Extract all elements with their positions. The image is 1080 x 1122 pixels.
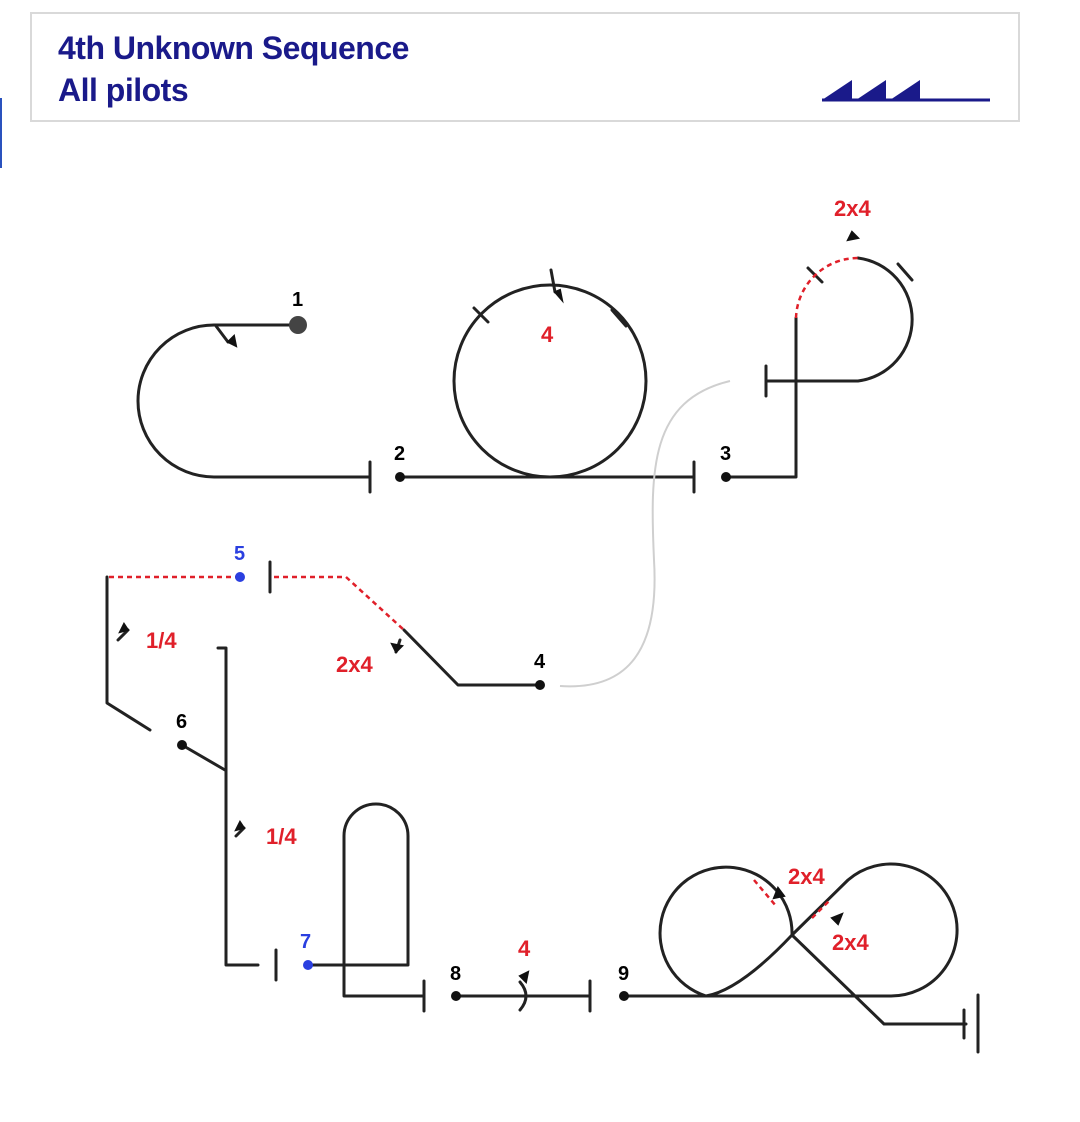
figure-5-6-path [105, 575, 278, 982]
dashed-roll-9b [811, 899, 831, 919]
figure-number-2: 2 [394, 443, 405, 465]
figure-3-path [724, 256, 914, 479]
sequence-subtitle: All pilots [58, 72, 189, 108]
figure-number-6: 6 [176, 711, 187, 733]
figure-2-path [398, 268, 696, 494]
dashed-roll-3 [794, 256, 859, 319]
figure-4-path [268, 560, 542, 687]
window-edge-marker [0, 98, 2, 168]
figure-number-8: 8 [450, 963, 461, 985]
figure-number-1: 1 [292, 289, 303, 311]
sequence-header: 4th Unknown Sequence All pilots [30, 12, 1020, 122]
figure-number-9: 9 [618, 963, 629, 985]
category-logo-icon [822, 80, 990, 102]
figure-number-4: 4 [534, 651, 546, 673]
figure-9-path [622, 862, 980, 1054]
roll-label-fig5: 1/4 [146, 628, 177, 653]
sequence-title: 4th Unknown Sequence [58, 30, 409, 66]
roll-label-fig9a: 2x4 [788, 864, 825, 889]
figure-8-path [454, 979, 592, 1013]
figure-7-path [308, 802, 426, 1013]
figure-1-path [136, 323, 372, 494]
connector-line [559, 380, 731, 688]
figure-number-7: 7 [300, 931, 311, 953]
figure-number-5: 5 [234, 543, 245, 565]
figure-number-3: 3 [720, 443, 731, 465]
dashed-roll-4 [274, 575, 405, 631]
roll-label-fig9b: 2x4 [832, 930, 869, 955]
roll-label-fig6: 1/4 [266, 824, 297, 849]
roll-label-fig8: 4 [518, 936, 531, 961]
roll-label-fig3: 2x4 [834, 196, 871, 221]
roll-label-fig4: 2x4 [336, 652, 373, 677]
roll-label-fig2: 4 [541, 322, 554, 347]
dashed-roll-9 [753, 879, 777, 907]
